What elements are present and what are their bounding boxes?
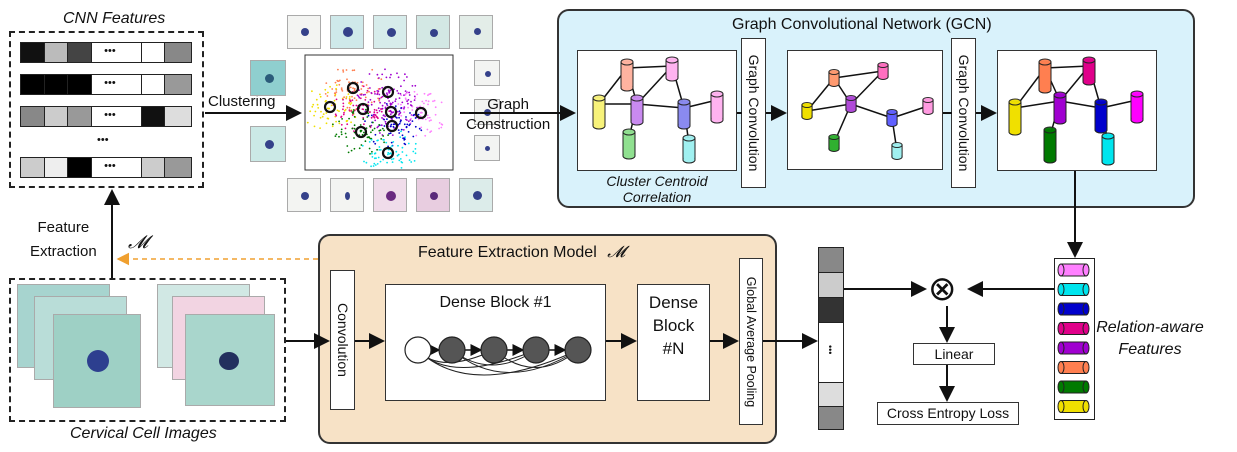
cluster-centroid-caption: Cluster Centroid Correlation bbox=[587, 173, 727, 205]
feature-extraction-label: Feature Extraction bbox=[30, 216, 97, 264]
cnn-feature-row: ••• bbox=[20, 42, 192, 63]
cell-thumbnail bbox=[416, 178, 450, 212]
ellipsis: ••• bbox=[104, 160, 116, 172]
cnn-feature-row: ••• bbox=[20, 74, 192, 95]
graph-construction-label: Graph Construction bbox=[466, 95, 550, 135]
cluster-centroid-line2: Correlation bbox=[622, 189, 692, 205]
feature-vector-dots: ••• bbox=[825, 345, 835, 355]
cell-thumbnail bbox=[474, 60, 500, 86]
dense-block-n-line3: #N bbox=[662, 339, 685, 358]
cell-thumbnail bbox=[330, 178, 364, 212]
cell-thumbnail bbox=[287, 178, 321, 212]
convolution-block: Convolution bbox=[330, 270, 355, 410]
model-symbol: 𝓜 bbox=[128, 232, 149, 253]
cnn-features-box bbox=[9, 31, 204, 188]
graph-construction-line2: Construction bbox=[466, 116, 551, 133]
cell-thumbnail bbox=[459, 178, 493, 212]
cell-thumbnail bbox=[416, 15, 450, 49]
relation-aware-bars bbox=[1057, 263, 1090, 413]
cross-entropy-loss: Cross Entropy Loss bbox=[877, 402, 1019, 425]
fem-title: Feature Extraction Model 𝓜 bbox=[418, 242, 625, 262]
global-average-pooling-text: Global Average Pooling bbox=[744, 276, 758, 407]
dense-block-1-title: Dense Block #1 bbox=[439, 294, 552, 311]
clustering-label: Clustering bbox=[208, 93, 276, 110]
cnn-feature-row: ••• bbox=[20, 157, 192, 178]
fem-title-text: Feature Extraction Model bbox=[418, 244, 597, 261]
relation-aware-line1: Relation-aware bbox=[1096, 319, 1204, 336]
ellipsis: ••• bbox=[104, 109, 116, 121]
cluster-scatter-plot bbox=[304, 54, 454, 171]
graph-conv-box-2 bbox=[997, 50, 1157, 171]
cnn-feature-row: ••• bbox=[20, 106, 192, 127]
relation-aware-line2: Features bbox=[1118, 341, 1182, 358]
ellipsis: ••• bbox=[104, 45, 116, 57]
cell-thumbnail bbox=[474, 135, 500, 161]
cell-image bbox=[185, 314, 275, 406]
cell-thumbnail bbox=[459, 15, 493, 49]
dense-block-n-line2: Block bbox=[652, 316, 695, 335]
multiply-operator: ⊗ bbox=[928, 270, 957, 308]
cnn-features-title: CNN Features bbox=[63, 10, 166, 27]
feature-extraction-line2: Extraction bbox=[30, 243, 97, 260]
gcn-title: Graph Convolutional Network (GCN) bbox=[732, 16, 992, 33]
graph-convolution-label-2: Graph Convolution bbox=[951, 38, 976, 188]
cell-thumbnail bbox=[373, 15, 407, 49]
dense-block-n-line1: Dense bbox=[648, 293, 699, 312]
cell-image bbox=[53, 314, 141, 408]
cell-thumbnail bbox=[250, 60, 286, 96]
cnn-vertical-dots: ••• bbox=[97, 134, 109, 146]
cluster-centroid-line1: Cluster Centroid bbox=[606, 173, 708, 189]
cell-thumbnail bbox=[330, 15, 364, 49]
fem-symbol: 𝓜 bbox=[607, 242, 626, 261]
relation-aware-caption: Relation-aware Features bbox=[1096, 317, 1204, 361]
cell-thumbnail bbox=[373, 178, 407, 212]
cell-thumbnail bbox=[250, 126, 286, 162]
cell-thumbnail bbox=[287, 15, 321, 49]
convolution-text: Convolution bbox=[334, 303, 351, 377]
ellipsis: ••• bbox=[104, 77, 116, 89]
global-average-pooling-block: Global Average Pooling bbox=[739, 258, 763, 425]
feature-extraction-line1: Feature bbox=[37, 219, 90, 236]
linear-layer: Linear bbox=[913, 343, 995, 365]
cervical-cell-images-caption: Cervical Cell Images bbox=[70, 425, 217, 442]
cervical-images-box bbox=[9, 278, 286, 422]
dense-block-1: Dense Block #1 bbox=[385, 284, 606, 401]
feature-vector: ••• bbox=[818, 247, 844, 430]
dense-block-n: Dense Block #N bbox=[637, 284, 710, 401]
graph-construction-line1: Graph bbox=[487, 96, 529, 113]
